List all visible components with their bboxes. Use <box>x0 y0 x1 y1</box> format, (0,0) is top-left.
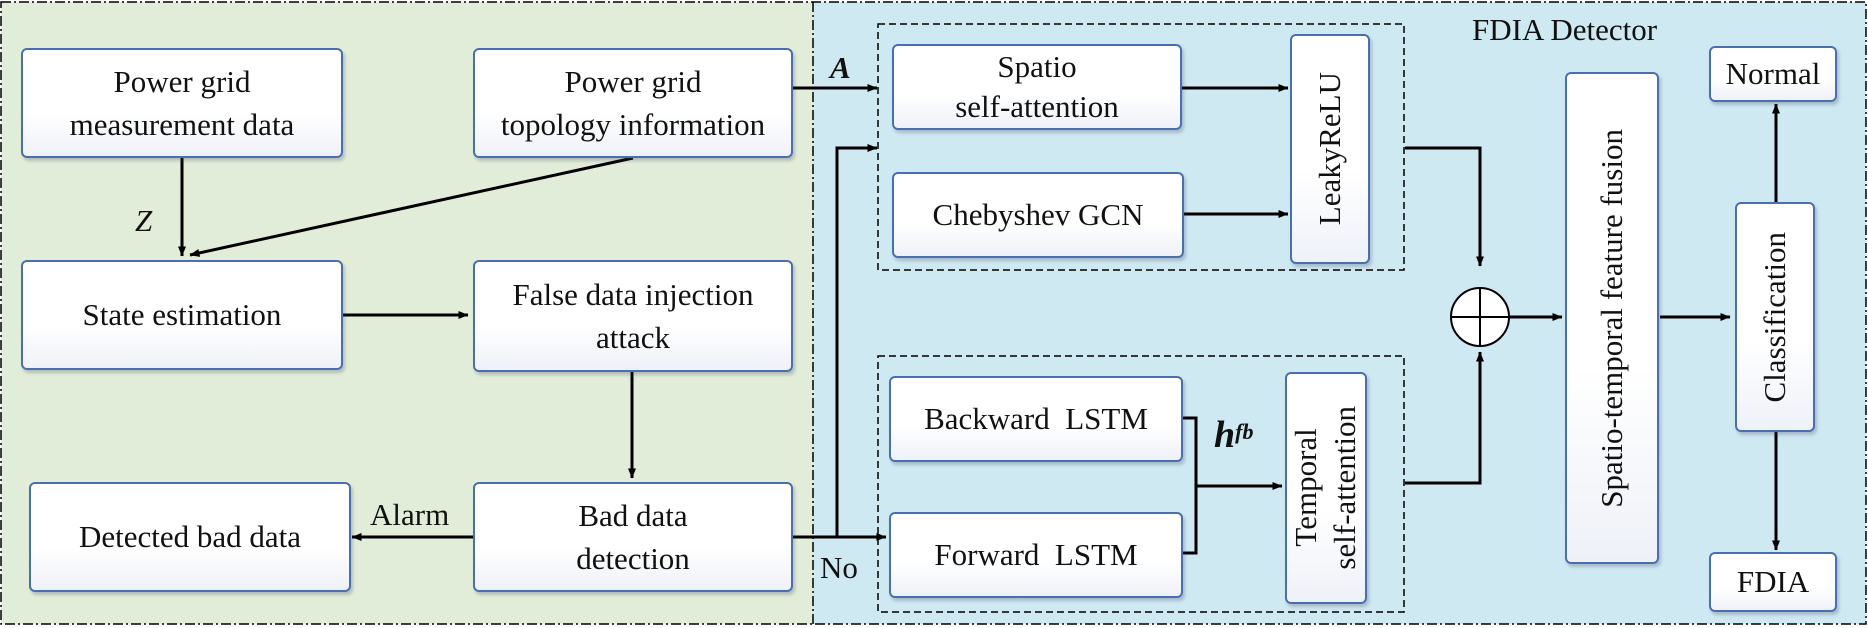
fdia-box: False data injection attack <box>473 260 793 372</box>
measurement-line2: measurement data <box>69 107 295 142</box>
fusion-label: Spatio-temporal feature fusion <box>1594 128 1630 508</box>
spatio-line1: Spatio <box>997 48 1077 84</box>
state-estimation-label: State estimation <box>82 297 282 333</box>
summation-icon <box>1450 287 1510 347</box>
detector-title: FDIA Detector <box>1472 12 1658 47</box>
classification-box: Classification <box>1735 202 1815 432</box>
temporal-to-sum-arrow <box>1405 351 1484 485</box>
topology-to-state-arrow <box>189 156 634 257</box>
topology-info-box: Power grid topology information <box>473 48 793 158</box>
temporal-line1: Temporal <box>1288 428 1324 548</box>
no-label: No <box>820 550 858 585</box>
normal-output-box: Normal <box>1709 46 1837 102</box>
spatio-line2: self-attention <box>955 89 1119 124</box>
spatial-group-frame <box>877 23 1405 271</box>
backward-lstm-box: Backward LSTM <box>889 376 1183 462</box>
fdia-line2: attack <box>595 320 670 355</box>
fdia-output-label: FDIA <box>1736 564 1810 600</box>
measurement-data-box: Power grid measurement data <box>21 48 343 158</box>
fdia-line1: False data injection <box>512 276 754 312</box>
fusion-box: Spatio-temporal feature fusion <box>1565 72 1659 564</box>
leaky-relu-box: LeakyReLU <box>1290 34 1370 264</box>
forward-lstm-box: Forward LSTM <box>889 512 1183 598</box>
no-to-spatial-arrow <box>835 144 878 537</box>
hfb-label: hfb <box>1214 416 1253 454</box>
topology-line1: Power grid <box>564 63 702 99</box>
bdd-line2: detection <box>576 541 690 576</box>
temporal-group-frame <box>877 355 1405 613</box>
chebyshev-label: Chebyshev GCN <box>932 197 1144 233</box>
measurement-line1: Power grid <box>113 63 251 99</box>
bdd-line1: Bad data <box>578 497 688 533</box>
chebyshev-gcn-box: Chebyshev GCN <box>892 172 1184 258</box>
leaky-relu-label: LeakyReLU <box>1312 72 1348 226</box>
detected-bad-data-box: Detected bad data <box>29 482 351 592</box>
normal-label: Normal <box>1725 56 1821 92</box>
h-superscript: fb <box>1235 419 1254 444</box>
temporal-line2: self-attention <box>1327 406 1362 570</box>
spatio-attention-box: Spatio self-attention <box>892 44 1182 130</box>
h-base: h <box>1214 414 1236 456</box>
detected-bad-data-label: Detected bad data <box>78 519 302 555</box>
fdia-output-box: FDIA <box>1709 552 1837 612</box>
z-label: Z <box>135 203 153 238</box>
alarm-label: Alarm <box>370 497 450 532</box>
bad-data-detection-box: Bad data detection <box>473 482 793 592</box>
backward-lstm-label: Backward LSTM <box>924 401 1148 437</box>
forward-lstm-label: Forward LSTM <box>934 537 1138 573</box>
leaky-to-sum-arrow <box>1405 146 1484 267</box>
topology-line2: topology information <box>500 107 766 142</box>
state-estimation-box: State estimation <box>21 260 343 370</box>
classification-label: Classification <box>1757 231 1793 403</box>
a-label: A <box>830 50 851 85</box>
